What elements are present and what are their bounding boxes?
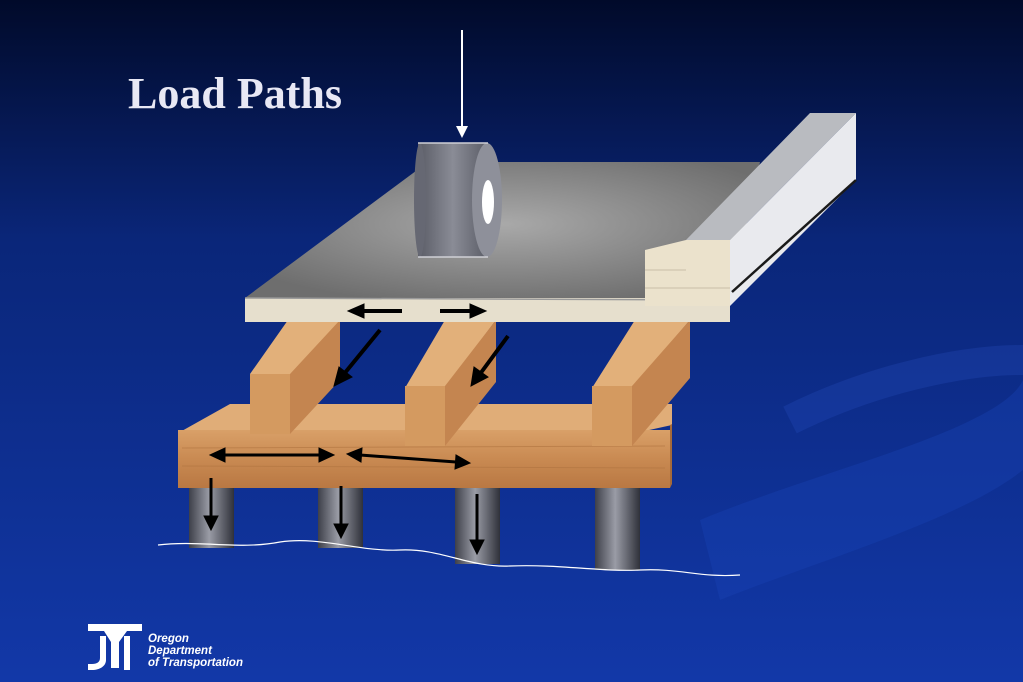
odot-logo-text: Oregon Department of Transportation [148,633,243,669]
slide-title: Load Paths [128,69,342,118]
load-path-arrows [203,303,510,556]
logo-line-transportation: of Transportation [148,657,243,669]
pile-4 [595,484,640,570]
odot-logo-icon [88,624,142,670]
background-swirl-2 [783,345,1023,434]
load-arrow-icon [456,30,468,138]
wheel-icon [414,142,502,258]
water-line [157,540,741,577]
curb [645,113,857,306]
logo-line-department: Department [148,645,212,657]
logo-line-oregon: Oregon [148,633,189,645]
stringers [250,320,690,446]
background-swirl [700,380,1023,600]
